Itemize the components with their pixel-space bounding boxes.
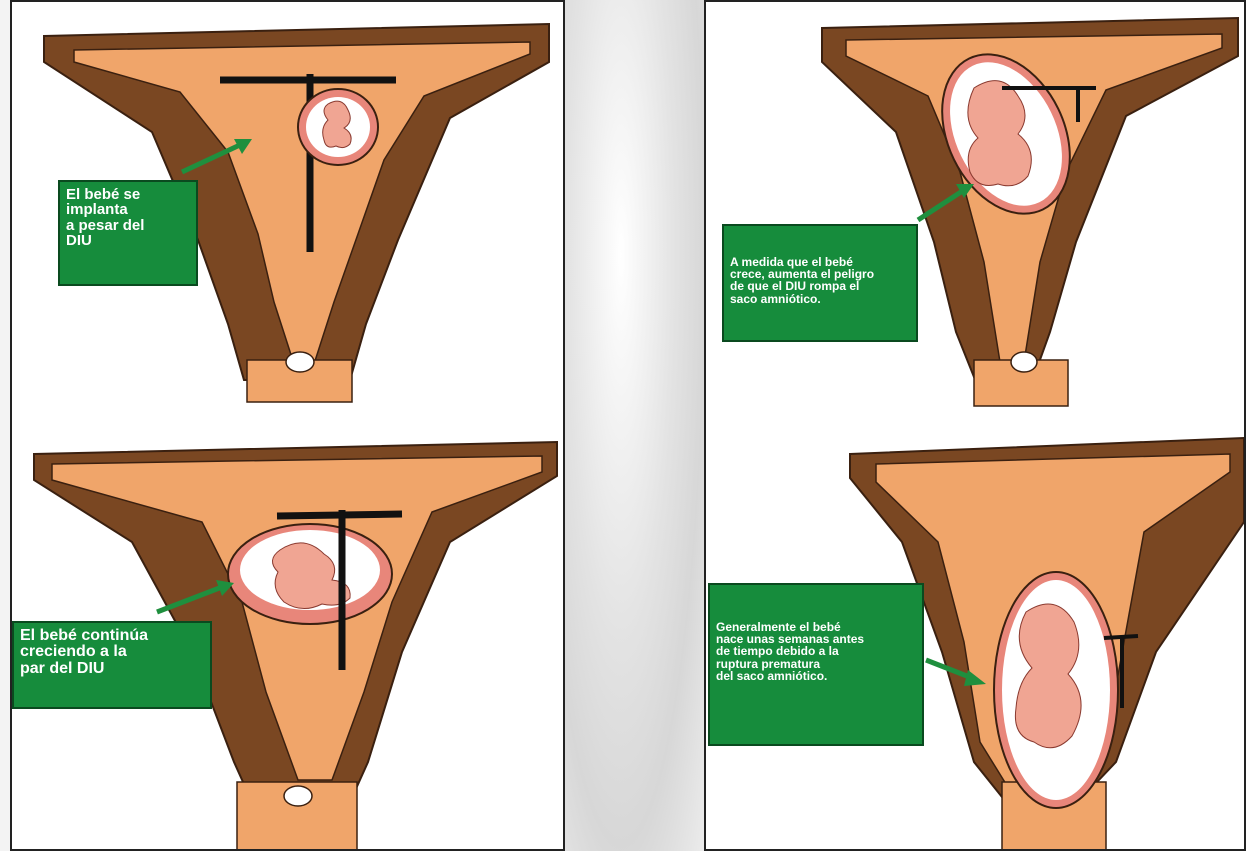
label-box-implant: El bebé se implanta a pesar del DIU (58, 180, 198, 286)
embryo-sac (298, 89, 378, 165)
left-panel-illustrations (12, 2, 565, 851)
left-panel: El bebé se implanta a pesar del DIU El b… (10, 0, 565, 851)
label-box-growing: El bebé continúa creciendo a la par del … (12, 621, 212, 709)
right-panel: A medida que el bebé crece, aumenta el p… (704, 0, 1246, 851)
uterus-stage-3 (822, 18, 1238, 406)
label-box-premature: Generalmente el bebé nace unas semanas a… (708, 583, 924, 746)
amniotic-sac (994, 572, 1118, 808)
cervical-plug (284, 786, 312, 806)
label-box-danger: A medida que el bebé crece, aumenta el p… (722, 224, 918, 342)
cervical-plug (286, 352, 314, 372)
cervical-plug (1011, 352, 1037, 372)
background-texture (565, 0, 705, 851)
embryo-sac (228, 524, 392, 624)
